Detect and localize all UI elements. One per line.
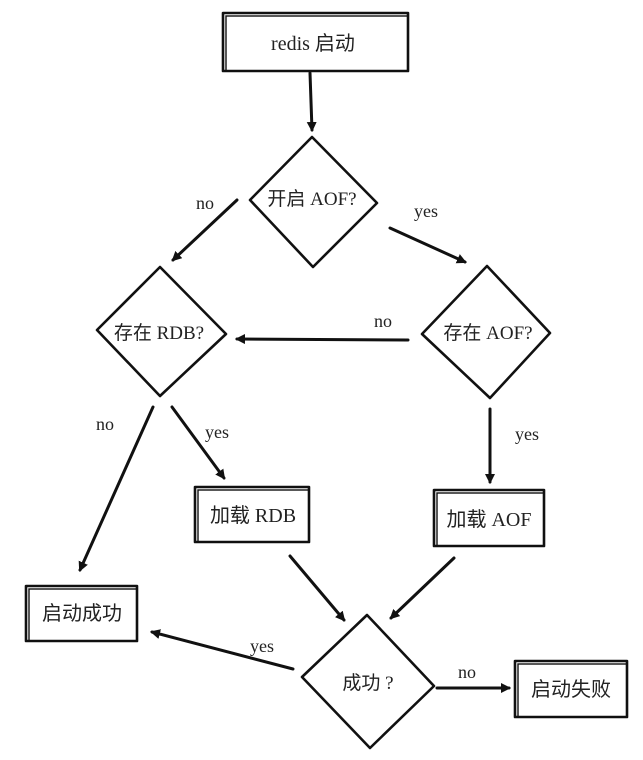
startup-success-label: 启动成功 [42, 602, 122, 625]
load-aof-node: 加载 AOF [432, 488, 546, 548]
edge-aof-enabled-no [171, 198, 239, 262]
edge-start-to-aof-enabled [306, 71, 317, 132]
edge-label-aof-enabled-yes: yes [414, 201, 438, 221]
edge-aof-enabled-yes [388, 226, 467, 264]
edge-label-rdb-exists-no: no [96, 414, 114, 434]
edge-success-yes [150, 629, 295, 671]
decision-aof-exists: 存在 AOF? [420, 264, 552, 400]
edge-label-aof-exists-yes: yes [515, 424, 539, 444]
startup-fail-node: 启动失败 [513, 659, 629, 719]
startup-success-node: 启动成功 [24, 584, 139, 643]
edge-label-rdb-exists-yes: yes [205, 422, 229, 442]
decision-aof-enabled: 开启 AOF? [248, 135, 379, 269]
edge-label-aof-enabled-no: no [196, 193, 214, 213]
edge-label-success-yes: yes [250, 636, 274, 656]
edge-load-aof-to-success [389, 556, 456, 620]
load-aof-label: 加载 AOF [446, 508, 531, 531]
edge-rdb-exists-no [78, 405, 155, 572]
decision-success-label: 成功 ? [342, 672, 393, 694]
edge-label-aof-exists-no: no [374, 311, 392, 331]
decision-aof-enabled-label: 开启 AOF? [267, 188, 356, 210]
decision-success: 成功 ? [300, 613, 436, 750]
start-node-label: redis 启动 [271, 32, 355, 55]
edge-load-rdb-to-success [288, 554, 346, 622]
load-rdb-label: 加载 RDB [210, 504, 296, 527]
start-node: redis 启动 [221, 11, 410, 73]
decision-rdb-exists-label: 存在 RDB? [114, 322, 204, 344]
edge-rdb-exists-yes [170, 405, 226, 480]
decision-rdb-exists: 存在 RDB? [95, 265, 228, 398]
decision-aof-exists-label: 存在 AOF? [443, 322, 532, 344]
edge-label-success-no: no [458, 662, 476, 682]
load-rdb-node: 加载 RDB [193, 485, 311, 544]
edge-aof-exists-no [235, 334, 410, 345]
startup-fail-label: 启动失败 [531, 678, 611, 701]
